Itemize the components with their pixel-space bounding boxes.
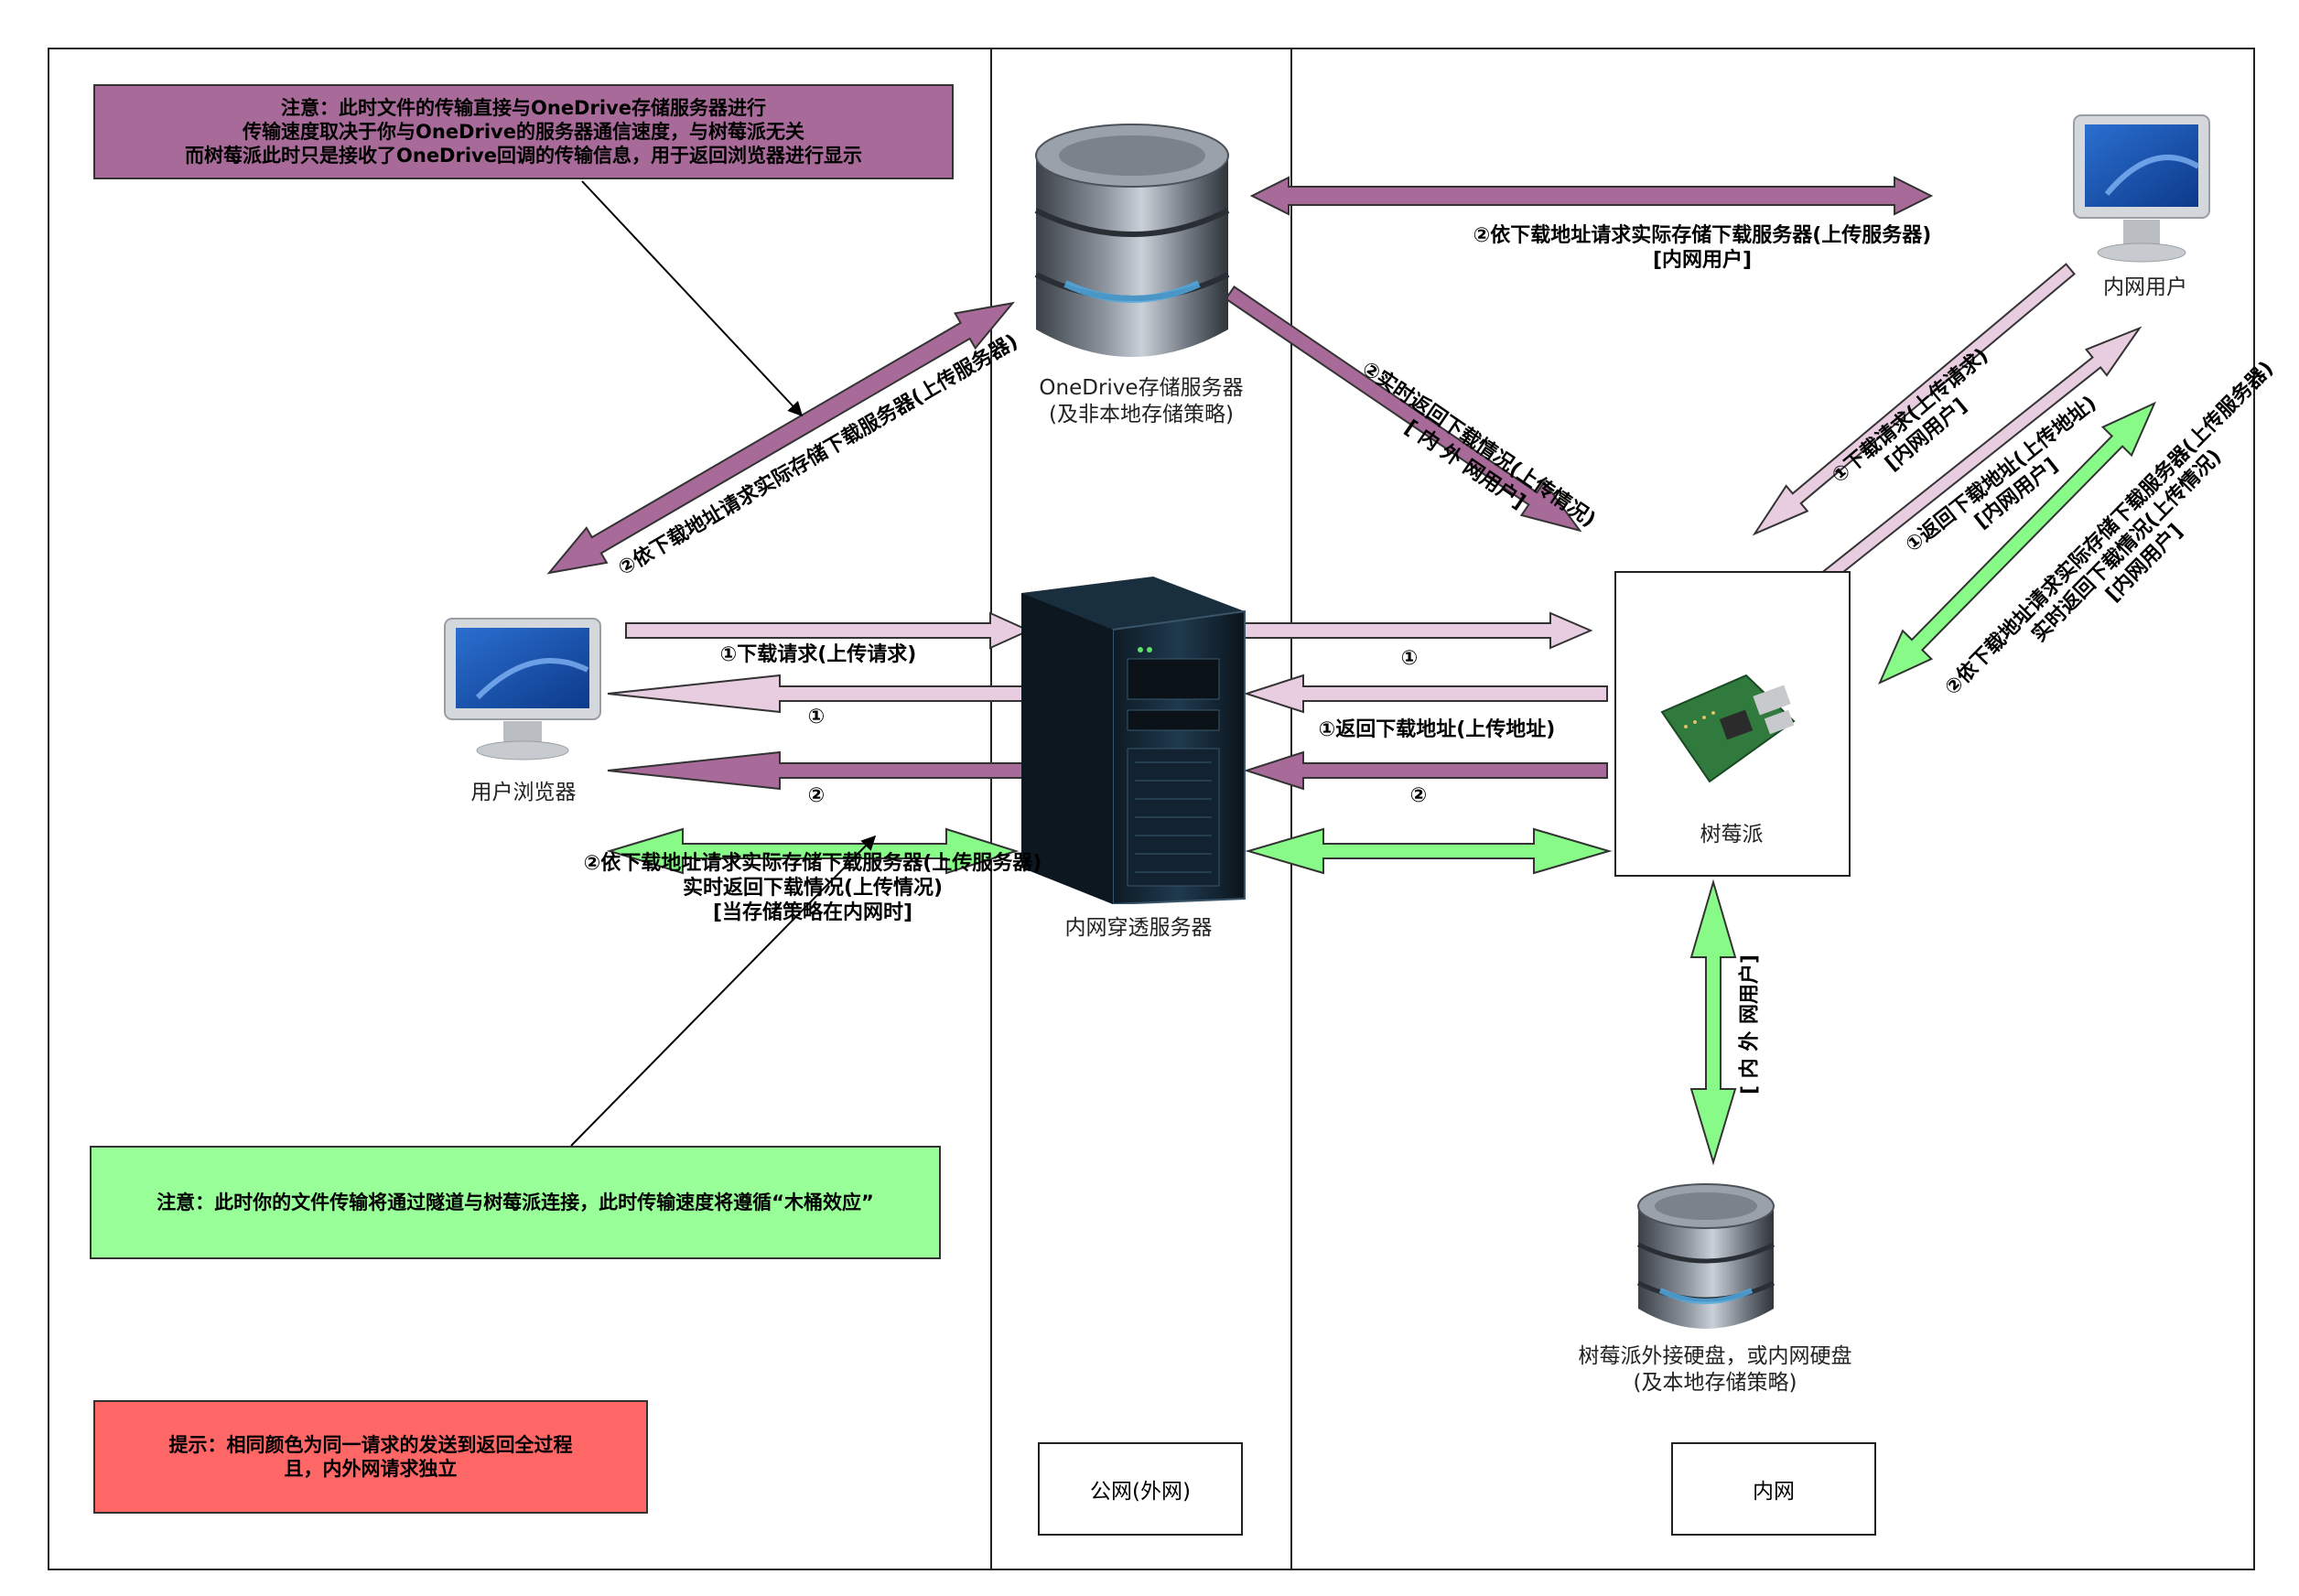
- tunnel-label: 内网穿透服务器: [1064, 916, 1213, 940]
- pointer-tunnel-note: [570, 835, 877, 1147]
- edge-label-tunnel-pi-2: ②: [1409, 784, 1428, 807]
- zone-intranet: [1290, 48, 2255, 1570]
- arrow-browser-onedrive: [546, 301, 1015, 575]
- arrow-intranet-return: [1810, 326, 2142, 592]
- arrow-pi-tunnel-return: [1243, 674, 1608, 714]
- edge-label-browser-ret1: ①: [807, 706, 826, 728]
- arrow-browser-tunnel-green: [606, 827, 1020, 875]
- raspberry-pi-icon: [1660, 674, 1796, 783]
- browser-label: 用户浏览器: [470, 781, 577, 804]
- pointer-onedrive-note: [581, 180, 804, 417]
- onedrive-database-icon: [1034, 124, 1230, 357]
- intranet-monitor-icon: [2073, 114, 2210, 263]
- arrow-pi-tunnel-2: [1243, 750, 1608, 791]
- disk-database-icon: [1636, 1183, 1776, 1329]
- onedrive-note: 注意：此时文件的传输直接与OneDrive存储服务器进行 传输速度取决于你与On…: [93, 84, 954, 179]
- hint-note: 提示：相同颜色为同一请求的发送到返回全过程 且，内外网请求独立: [93, 1400, 648, 1514]
- arrow-pi-disk: [1689, 879, 1737, 1166]
- edge-label-tunnel-pi-ret: ①返回下载地址(上传地址): [1318, 718, 1556, 741]
- edge-label-onedrive-intranet: ②依下载地址请求实际存储下载服务器(上传服务器) [内网用户]: [1473, 224, 1932, 272]
- browser-monitor-icon: [444, 618, 601, 760]
- arrow-intranet-request: [1752, 263, 2076, 536]
- arrow-intranet-green: [1878, 401, 2156, 685]
- zone-label-public: 公网(外网): [1038, 1442, 1243, 1536]
- edge-label-browser-req: ①下载请求(上传请求): [719, 643, 917, 666]
- edge-label-browser-green: ②依下载地址请求实际存储下载服务器(上传服务器) 实时返回下载情况(上传情况) …: [583, 852, 1042, 924]
- arrow-tunnel-browser-2: [607, 750, 1026, 791]
- raspberry-label: 树莓派: [1700, 823, 1764, 847]
- intranet-user-label: 内网用户: [2103, 275, 2187, 299]
- edge-label-tunnel-pi-1: ①: [1400, 647, 1419, 670]
- arrow-browser-request: [625, 611, 1031, 650]
- edge-label-browser-ret2: ②: [807, 784, 826, 807]
- arrow-onedrive-intranet: [1249, 176, 1934, 216]
- zone-label-intranet: 内网: [1671, 1442, 1876, 1536]
- tunnel-server-icon: [1021, 577, 1246, 904]
- arrow-tunnel-pi-request: [1231, 611, 1593, 650]
- onedrive-label: OneDrive存储服务器 (及非本地存储策略): [1039, 376, 1244, 426]
- disk-label: 树莓派外接硬盘，或内网硬盘 (及本地存储策略): [1578, 1344, 1852, 1395]
- arrow-tunnel-pi-green: [1245, 827, 1613, 875]
- edge-label-pi-disk: [ 内 外 网用户]: [1738, 954, 1762, 1095]
- arrow-onedrive-raspberry: [1225, 285, 1582, 533]
- arrow-tunnel-browser-return: [607, 674, 1028, 714]
- tunnel-note: 注意：此时你的文件传输将通过隧道与树莓派连接，此时传输速度将遵循“木桶效应”: [90, 1146, 941, 1259]
